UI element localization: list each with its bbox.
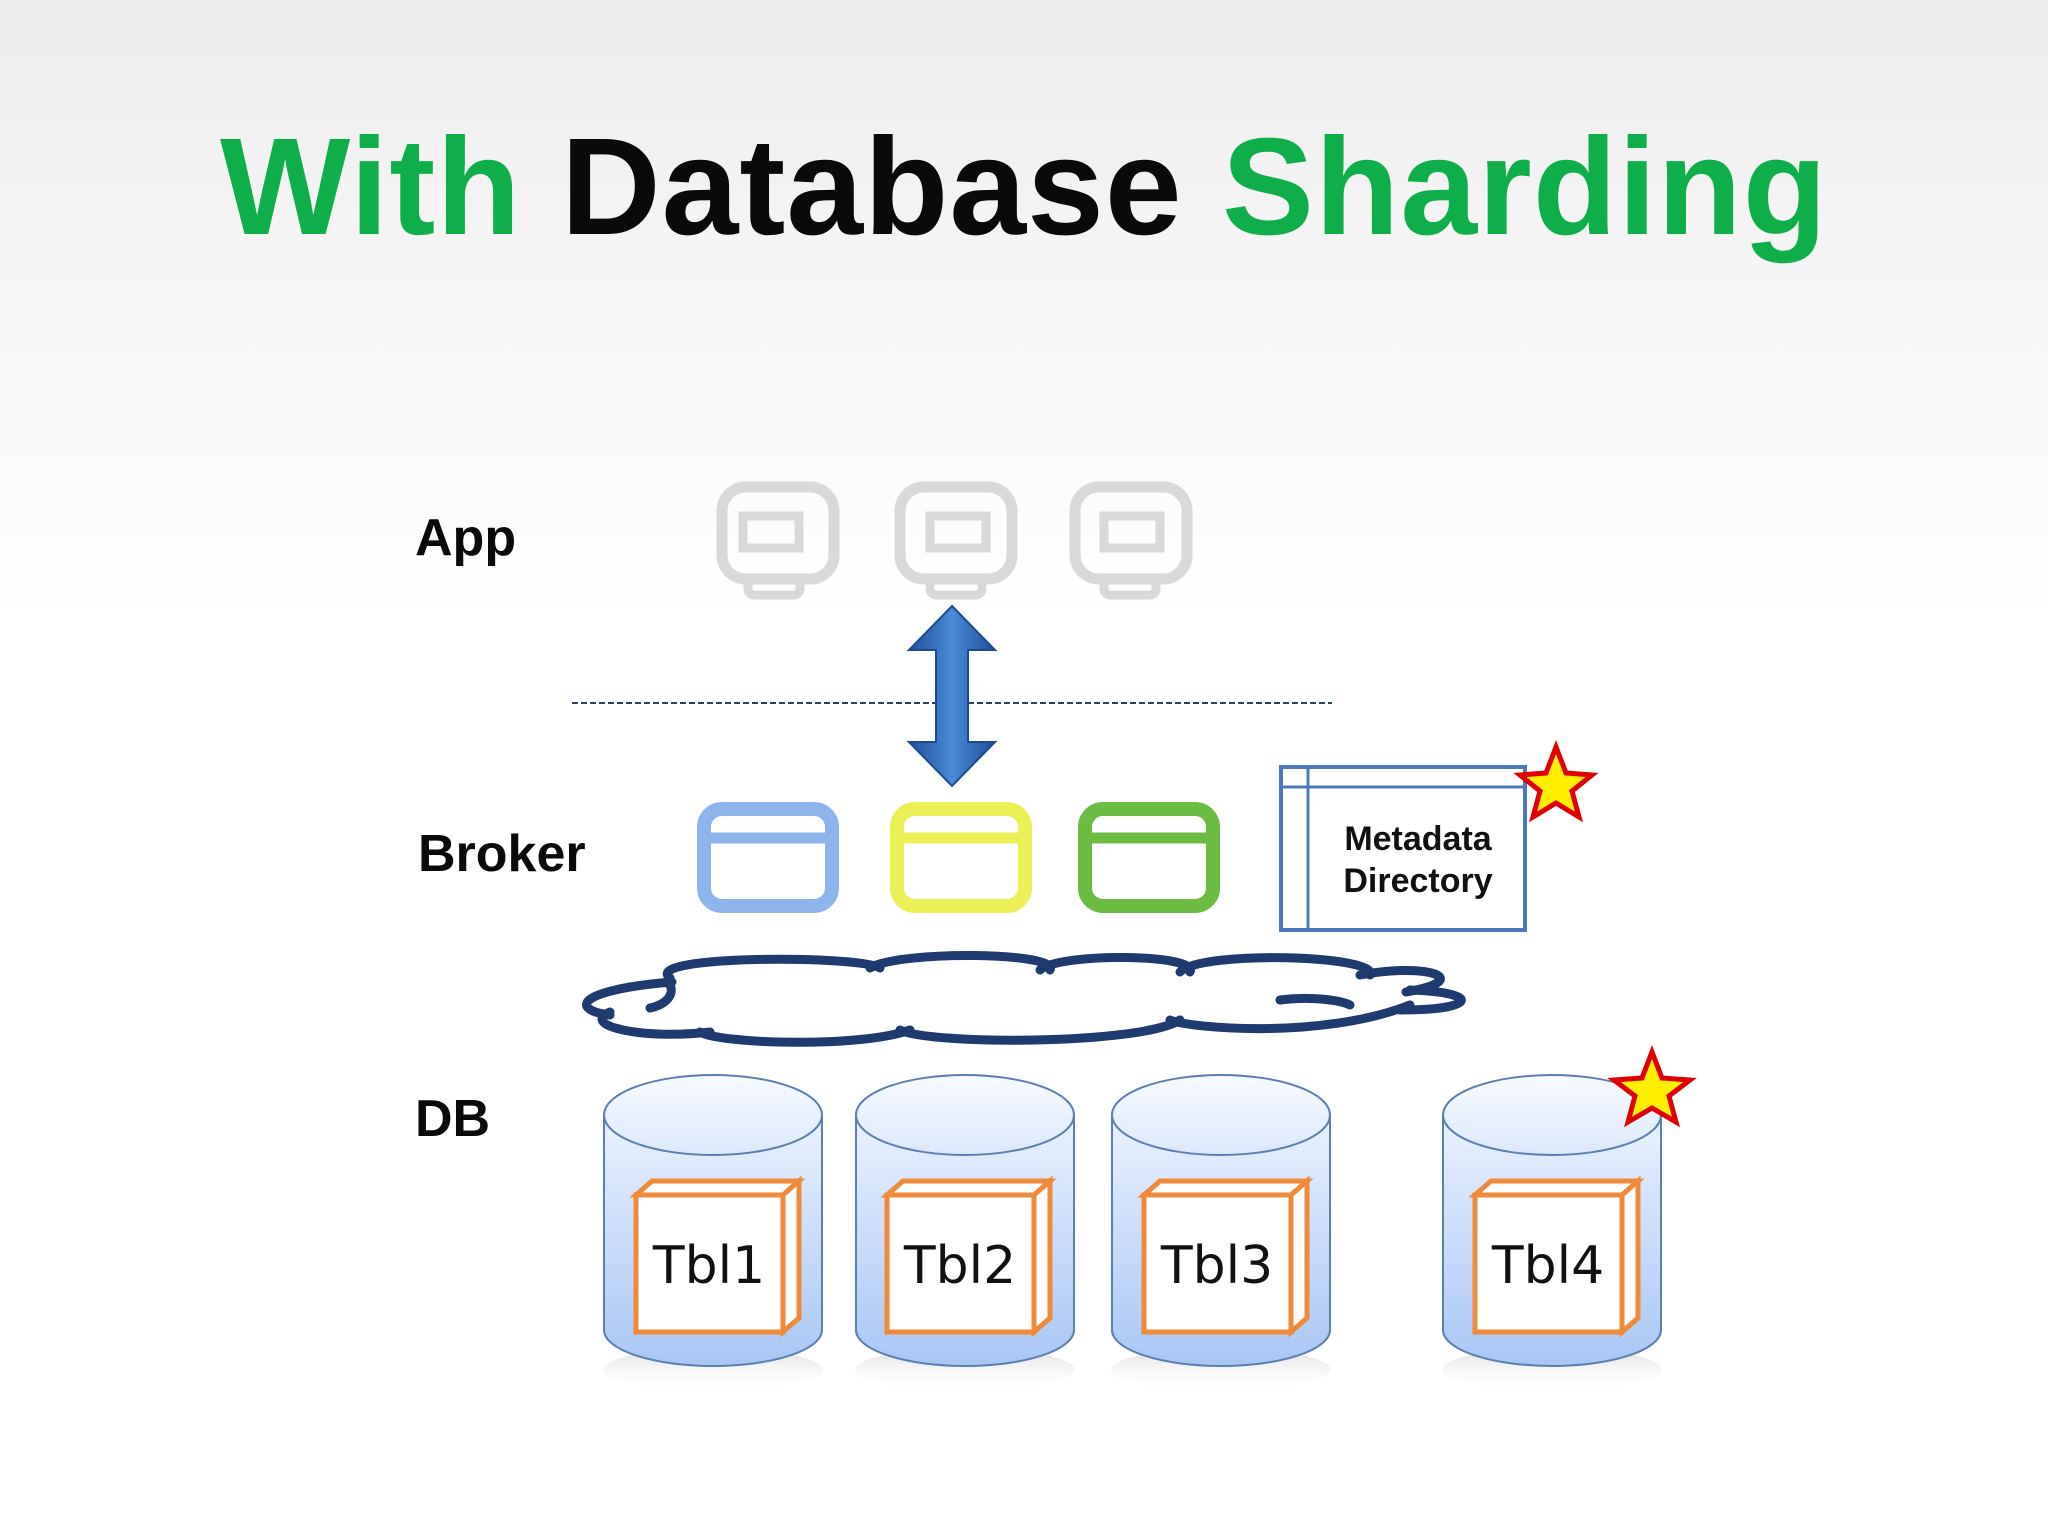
title-word-database: Database bbox=[560, 110, 1183, 264]
table-box-4: Tbl4 bbox=[1468, 1175, 1645, 1338]
app-client-icon-2 bbox=[894, 481, 1018, 600]
layer-label-broker: Broker bbox=[418, 825, 586, 883]
table-label-2: Tbl2 bbox=[903, 1236, 1016, 1296]
table-label-3: Tbl3 bbox=[1160, 1236, 1273, 1296]
broker-card-yellow bbox=[890, 802, 1032, 913]
table-box-3: Tbl3 bbox=[1137, 1175, 1314, 1338]
layer-label-db: DB bbox=[415, 1090, 491, 1148]
app-client-icon-3 bbox=[1069, 481, 1193, 600]
app-client-icon-1 bbox=[716, 481, 840, 600]
title-word-with: With bbox=[219, 110, 522, 264]
metadata-directory-line1: Metadata bbox=[1344, 820, 1492, 858]
broker-card-green bbox=[1078, 802, 1220, 913]
double-arrow-icon bbox=[906, 604, 998, 788]
table-label-1: Tbl1 bbox=[652, 1236, 765, 1296]
table-label-4: Tbl4 bbox=[1491, 1236, 1604, 1296]
layer-label-app: App bbox=[415, 509, 517, 567]
table-box-1: Tbl1 bbox=[629, 1175, 806, 1338]
slide-title: With Database Sharding bbox=[0, 118, 2048, 256]
title-word-sharding: Sharding bbox=[1221, 110, 1828, 264]
network-cloud-icon bbox=[581, 950, 1466, 1047]
metadata-directory-box: Metadata Directory bbox=[1279, 765, 1527, 932]
star-icon bbox=[1607, 1045, 1697, 1128]
star-icon bbox=[1513, 740, 1599, 823]
metadata-directory-line2: Directory bbox=[1343, 862, 1492, 900]
broker-card-blue bbox=[697, 802, 839, 913]
table-box-2: Tbl2 bbox=[880, 1175, 1057, 1338]
